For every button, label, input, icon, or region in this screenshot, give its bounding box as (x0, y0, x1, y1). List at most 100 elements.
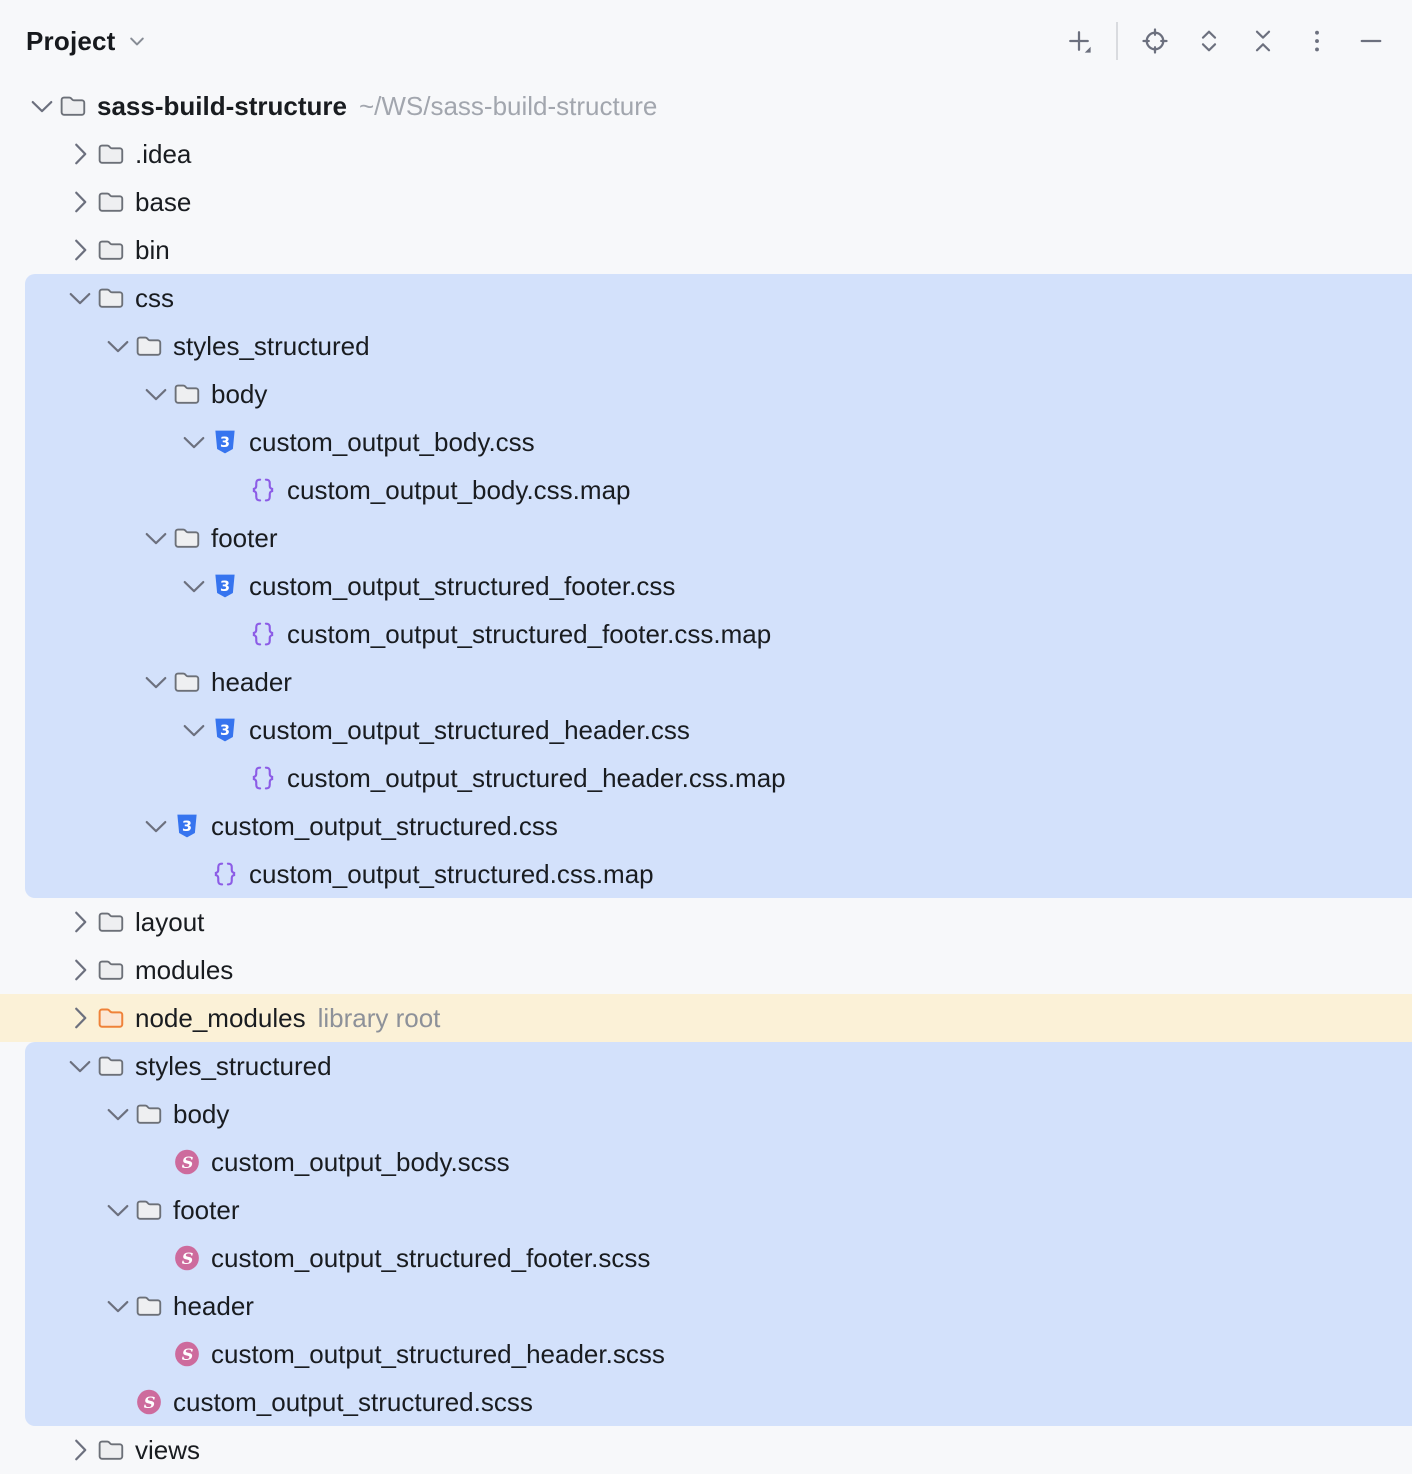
tree-row-header[interactable]: header (0, 1282, 1412, 1330)
svg-text:3: 3 (220, 435, 230, 451)
tree-item-label: custom_output_structured_footer.scss (211, 1242, 651, 1273)
tree-row-header[interactable]: header (0, 658, 1412, 706)
chevron-spacer (102, 1378, 134, 1426)
tree-row-views[interactable]: views (0, 1426, 1412, 1474)
chevron-spacer (216, 610, 248, 658)
expand-all-button[interactable] (1192, 24, 1226, 58)
select-opened-file-button[interactable] (1138, 24, 1172, 58)
tree-row-css[interactable]: css (0, 274, 1412, 322)
svg-text:3: 3 (220, 579, 230, 595)
tree-row-custom-output-structured-header.css.map[interactable]: custom_output_structured_header.css.map (0, 754, 1412, 802)
hide-panel-button[interactable] (1354, 24, 1388, 58)
tree-item-label: custom_output_body.css (249, 426, 535, 457)
tree-row-styles-structured[interactable]: styles_structured (0, 322, 1412, 370)
chevron-down-icon[interactable] (178, 706, 210, 754)
folder-icon (134, 1099, 164, 1129)
tree-item-suffix: library root (317, 1002, 441, 1033)
tree-item-label: custom_output_structured.scss (173, 1386, 533, 1417)
chevron-down-icon[interactable] (140, 658, 172, 706)
chevron-down-icon[interactable] (140, 514, 172, 562)
chevron-down-icon[interactable] (102, 322, 134, 370)
folder-icon (96, 283, 126, 313)
chevron-right-icon[interactable] (64, 994, 96, 1042)
tree-row-node-modules[interactable]: node_modules library root (0, 994, 1412, 1042)
chevron-right-icon[interactable] (64, 130, 96, 178)
kebab-menu-icon (1302, 26, 1332, 56)
tree-item-label: styles_structured (173, 330, 370, 361)
chevron-spacer (178, 850, 210, 898)
project-file-tree: sass-build-structure~/WS/sass-build-stru… (0, 82, 1412, 1474)
svg-text:S: S (144, 1393, 156, 1412)
chevron-down-icon[interactable] (102, 1090, 134, 1138)
css-file-icon: 3 (172, 811, 202, 841)
folder-icon (134, 1291, 164, 1321)
tree-item-label: header (211, 666, 292, 697)
folder-icon (96, 235, 126, 265)
braces-icon (210, 859, 240, 889)
chevron-spacer (140, 1138, 172, 1186)
tree-item-label: node_modules (135, 1002, 306, 1033)
chevron-right-icon[interactable] (64, 946, 96, 994)
tree-item-label: custom_output_structured_header.css (249, 714, 690, 745)
folder-icon (58, 91, 88, 121)
selection-highlight (25, 1090, 1412, 1138)
more-options-button[interactable] (1300, 24, 1334, 58)
tree-row-custom-output-body.css[interactable]: 3 custom_output_body.css (0, 418, 1412, 466)
chevron-down-icon[interactable] (64, 1042, 96, 1090)
chevron-right-icon[interactable] (64, 178, 96, 226)
tree-row-layout[interactable]: layout (0, 898, 1412, 946)
add-button[interactable] (1062, 24, 1096, 58)
tree-row-footer[interactable]: footer (0, 514, 1412, 562)
tree-row-body[interactable]: body (0, 1090, 1412, 1138)
folder-icon (172, 523, 202, 553)
tree-row-base[interactable]: base (0, 178, 1412, 226)
selection-highlight (25, 562, 1412, 610)
chevron-down-icon[interactable] (102, 1282, 134, 1330)
toolbar-divider (1116, 22, 1118, 60)
tree-row-styles-structured[interactable]: styles_structured (0, 1042, 1412, 1090)
tree-row-sass-build-structure[interactable]: sass-build-structure~/WS/sass-build-stru… (0, 82, 1412, 130)
tree-row-body[interactable]: body (0, 370, 1412, 418)
braces-icon (248, 763, 278, 793)
tree-item-label: custom_output_body.scss (211, 1146, 510, 1177)
tree-row-footer[interactable]: footer (0, 1186, 1412, 1234)
tree-row-bin[interactable]: bin (0, 226, 1412, 274)
project-view-selector[interactable]: Project (26, 26, 149, 57)
chevron-down-icon[interactable] (64, 274, 96, 322)
selection-highlight (25, 706, 1412, 754)
tree-row-custom-output-structured.css.map[interactable]: custom_output_structured.css.map (0, 850, 1412, 898)
tree-row-modules[interactable]: modules (0, 946, 1412, 994)
svg-text:S: S (182, 1345, 194, 1364)
chevron-right-icon[interactable] (64, 1426, 96, 1474)
folder-icon (96, 187, 126, 217)
chevron-down-icon[interactable] (26, 82, 58, 130)
chevron-down-icon (125, 29, 149, 53)
chevron-right-icon[interactable] (64, 226, 96, 274)
sass-file-icon: S (134, 1387, 164, 1417)
chevron-down-icon[interactable] (178, 562, 210, 610)
folder-icon (96, 139, 126, 169)
collapse-all-icon (1248, 26, 1278, 56)
chevron-down-icon[interactable] (178, 418, 210, 466)
selection-highlight (25, 466, 1412, 514)
tree-row-.idea[interactable]: .idea (0, 130, 1412, 178)
chevron-down-icon[interactable] (140, 802, 172, 850)
svg-text:3: 3 (182, 819, 192, 835)
tree-row-custom-output-structured-footer.css.map[interactable]: custom_output_structured_footer.css.map (0, 610, 1412, 658)
tree-item-label: footer (173, 1194, 240, 1225)
chevron-down-icon[interactable] (102, 1186, 134, 1234)
chevron-right-icon[interactable] (64, 898, 96, 946)
chevron-down-icon[interactable] (140, 370, 172, 418)
folder-icon (134, 1195, 164, 1225)
tree-row-custom-output-body.css.map[interactable]: custom_output_body.css.map (0, 466, 1412, 514)
tree-item-label: custom_output_structured_header.css.map (287, 762, 786, 793)
collapse-all-button[interactable] (1246, 24, 1280, 58)
